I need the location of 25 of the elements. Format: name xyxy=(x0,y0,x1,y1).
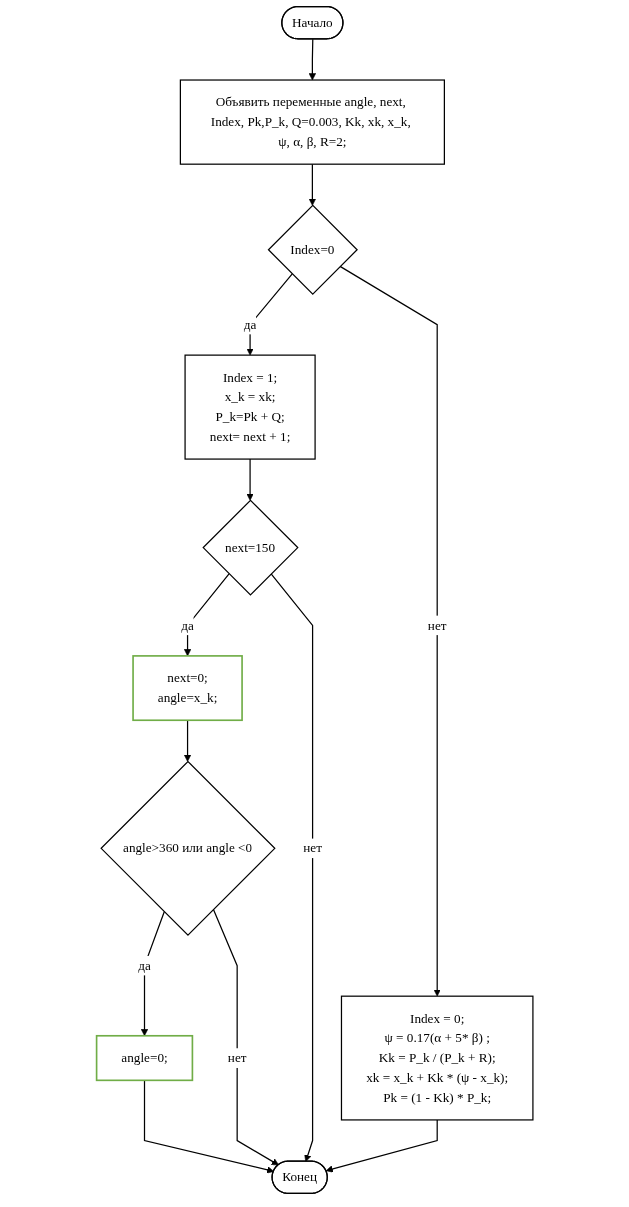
arrow xyxy=(308,163,316,206)
node-box: Index = 1; x_k = xk; P_k=Pk + Q; next= next + 1; xyxy=(184,354,316,460)
node-box: angle=0; xyxy=(95,1034,193,1082)
arrow xyxy=(140,911,165,1037)
arrow xyxy=(246,458,254,501)
edge-label: нет xyxy=(427,617,447,632)
edge-label: да xyxy=(137,958,151,973)
arrow xyxy=(212,908,279,1166)
edge-label: нет xyxy=(227,1050,247,1065)
arrow xyxy=(183,719,191,762)
node-diamond: angle>360 или angle <0 xyxy=(100,760,276,936)
edge-label: да xyxy=(243,317,257,332)
arrow xyxy=(183,573,230,657)
arrow xyxy=(308,38,316,81)
edge-label: нет xyxy=(302,840,322,855)
node-diamond: Index=0 xyxy=(267,204,358,295)
node-diamond: next=150 xyxy=(202,499,299,596)
node-box: Index = 0; ψ = 0.17(α + 5* β) ; Kk = P_k / (P_k + R); xk = x_k + Kk * (ψ - x_k); Pk = (1 - Kk) * P_k; xyxy=(340,995,534,1121)
arrow xyxy=(270,573,313,1162)
node-box: next=0; angle=x_k; xyxy=(131,655,243,722)
arrow xyxy=(325,1119,438,1173)
arrow xyxy=(339,265,441,997)
arrow xyxy=(143,1079,274,1174)
node-box: Объявить переменные angle, next, Index, Pk,P_k, Q=0.003, Kk, xk, x_k, ψ, α, β, R=2; xyxy=(179,79,445,165)
edge-label: да xyxy=(181,617,194,632)
